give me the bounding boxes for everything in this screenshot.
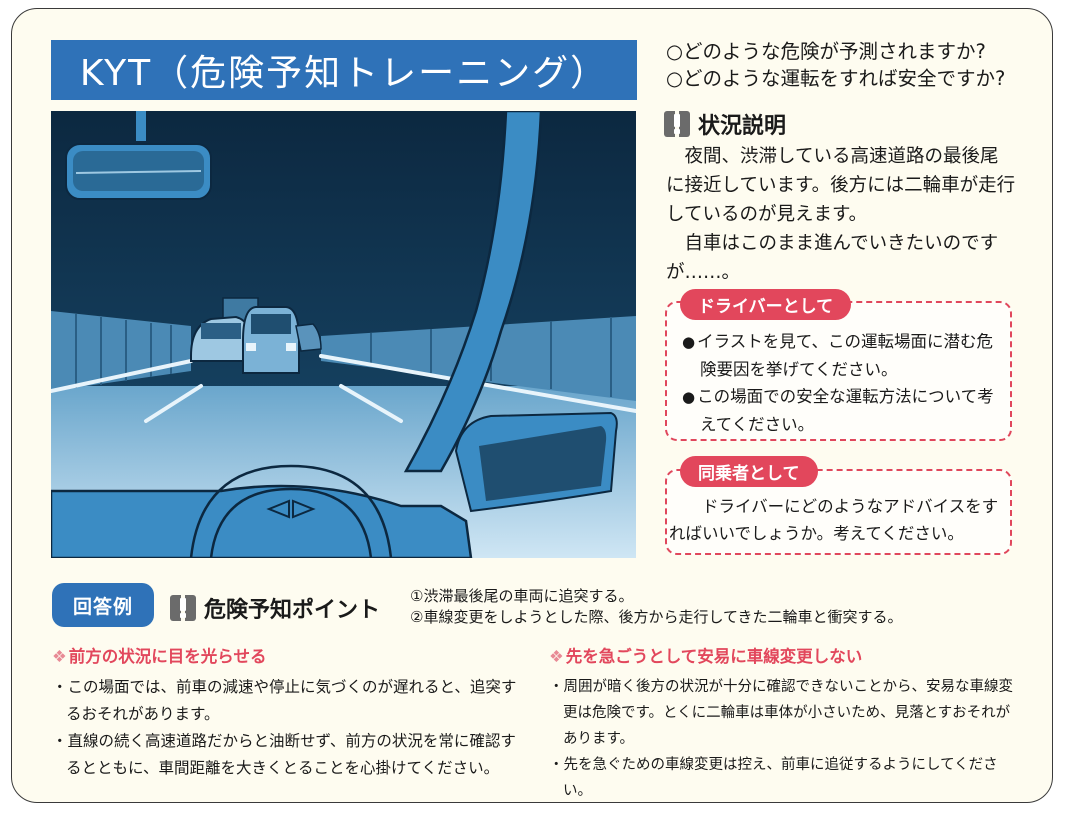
night-highway-illustration (51, 111, 636, 558)
exclamation-icon (664, 111, 690, 137)
situation-heading-label: 状況説明 (698, 114, 787, 139)
question-list: ○どのような危険が予測されますか? ○どのような運転をすれば安全ですか? (666, 38, 1005, 92)
hazard-point-item: ②車線変更をしようとした際、後方から走行してきた二輪車と衝突する。 (410, 608, 903, 626)
driver-instructions: イラストを見て、この運転場面に潜む危険要因を挙げてください。 この場面での安全な… (682, 328, 1002, 438)
situation-paragraph: 夜間、渋滞している高速道路の最後尾に接近しています。後方には二輪車が走行している… (666, 146, 1016, 225)
question-item: ○どのような運転をすれば安全ですか? (666, 67, 1006, 90)
passenger-instruction-text: ドライバーにどのようなアドバイスをすればいいでしょうか。考えてください。 (669, 497, 999, 543)
driver-label: ドライバーとして (680, 289, 852, 320)
passenger-instructions: ドライバーにどのようなアドバイスをすればいいでしょうか。考えてください。 (669, 493, 1005, 547)
situation-heading: 状況説明 (664, 108, 786, 140)
advice-bullet: この場面では、前車の減速や停止に気づくのが遅れると、追突するおそれがあります。 (52, 674, 522, 728)
hazard-point-item: ①渋滞最後尾の車両に追突する。 (410, 587, 634, 605)
advice-column-left: 前方の状況に目を光らせる この場面では、前車の減速や停止に気づくのが遅れると、追… (52, 643, 522, 782)
hazard-points-heading-label: 危険予知ポイント (204, 598, 381, 623)
answer-example-badge: 回答例 (52, 583, 154, 627)
exclamation-icon (170, 595, 196, 621)
advice-heading: 先を急ごうとして安易に車線変更しない (549, 643, 1019, 670)
advice-column-right: 先を急ごうとして安易に車線変更しない 周囲が暗く後方の状況が十分に確認できないこ… (549, 643, 1019, 804)
hazard-points-list: ①渋滞最後尾の車両に追突する。 ②車線変更をしようとした際、後方から走行してきた… (410, 586, 903, 628)
advice-bullet: 周囲が暗く後方の状況が十分に確認できないことから、安易な車線変更は危険です。とく… (549, 674, 1019, 752)
hazard-points-heading: 危険予知ポイント (170, 592, 380, 624)
page-title: KYT（危険予知トレーニング） (51, 40, 637, 100)
situation-paragraph: 自車はこのまま進んでいきたいのですが……。 (666, 233, 999, 283)
passenger-label: 同乗者として (680, 456, 818, 487)
driver-instruction-item: イラストを見て、この運転場面に潜む危険要因を挙げてください。 (682, 328, 1002, 383)
advice-bullet: 先を急ぐための車線変更は控え、前車に追従するようにしてください。 (549, 752, 1019, 804)
question-item: ○どのような危険が予測されますか? (666, 40, 986, 63)
driver-instruction-item: この場面での安全な運転方法について考えてください。 (682, 383, 1002, 438)
advice-heading: 前方の状況に目を光らせる (52, 643, 522, 670)
passenger-box (665, 469, 1012, 555)
advice-bullet: 直線の続く高速道路だからと油断せず、前方の状況を常に確認するとともに、車間距離を… (52, 728, 522, 782)
situation-description: 夜間、渋滞している高速道路の最後尾に接近しています。後方には二輪車が走行している… (666, 142, 1016, 287)
